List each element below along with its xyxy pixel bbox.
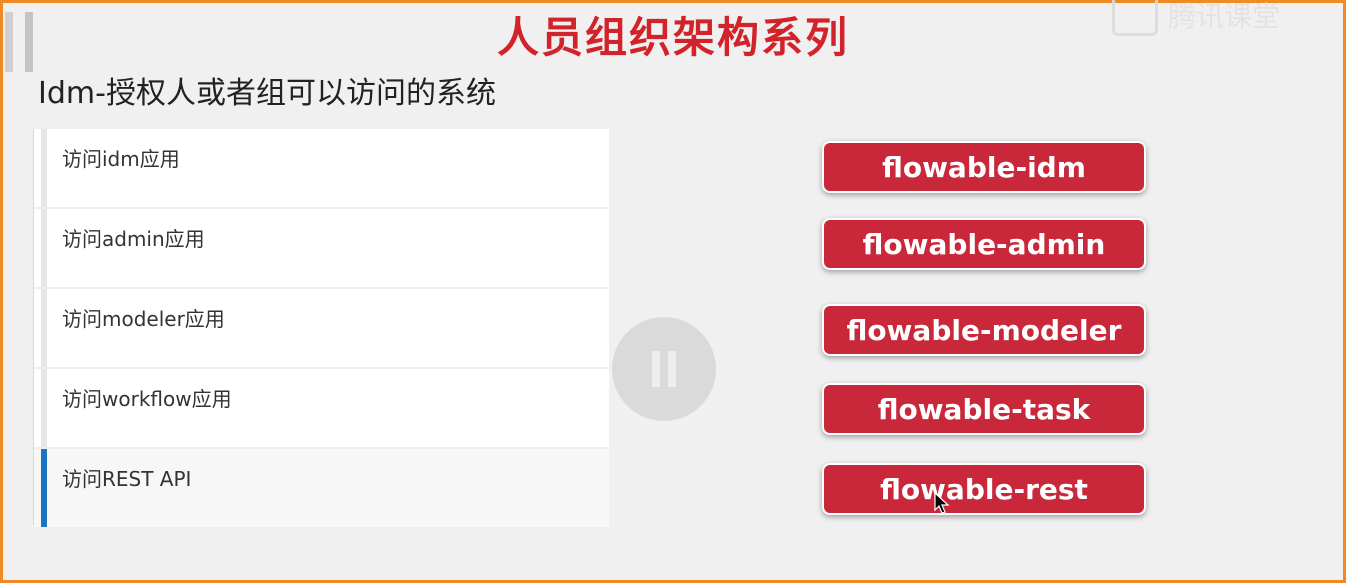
module-button-modeler[interactable]: flowable-modeler [822, 304, 1146, 356]
watermark: 腾讯课堂 [1112, 0, 1280, 36]
pause-bar [652, 351, 660, 387]
permission-item-rest[interactable]: 访问REST API [34, 449, 609, 529]
permission-label: 访问admin应用 [62, 227, 205, 251]
permission-item-workflow[interactable]: 访问workflow应用 [34, 369, 609, 449]
module-button-task[interactable]: flowable-task [822, 383, 1146, 435]
sidebar-bar [5, 12, 13, 72]
module-button-rest[interactable]: flowable-rest [822, 463, 1146, 515]
permission-list: 访问idm应用 访问admin应用 访问modeler应用 访问workflow… [33, 129, 609, 529]
permission-item-modeler[interactable]: 访问modeler应用 [34, 289, 609, 369]
module-button-idm[interactable]: flowable-idm [822, 141, 1146, 193]
permission-label: 访问modeler应用 [62, 307, 225, 331]
pause-bar [668, 351, 676, 387]
sidebar-bar [25, 12, 33, 72]
mouse-cursor-icon [934, 492, 950, 514]
permission-item-admin[interactable]: 访问admin应用 [34, 209, 609, 289]
slide-title: 人员组织架构系列 [496, 13, 849, 62]
tencent-classroom-logo-icon [1112, 0, 1158, 36]
sidebar-handle [3, 12, 39, 72]
permission-label: 访问idm应用 [62, 147, 180, 171]
item-accent-bar [41, 209, 47, 287]
permission-item-idm[interactable]: 访问idm应用 [34, 129, 609, 209]
permission-label: 访问workflow应用 [62, 387, 232, 411]
item-accent-bar [41, 129, 47, 207]
item-accent-bar [41, 369, 47, 447]
pause-icon[interactable] [612, 317, 716, 421]
permission-label: 访问REST API [62, 467, 192, 491]
module-button-admin[interactable]: flowable-admin [822, 218, 1146, 270]
item-accent-bar-active [41, 449, 47, 527]
slide-subtitle: Idm-授权人或者组可以访问的系统 [38, 76, 496, 111]
watermark-text: 腾讯课堂 [1168, 0, 1281, 33]
item-accent-bar [41, 289, 47, 367]
